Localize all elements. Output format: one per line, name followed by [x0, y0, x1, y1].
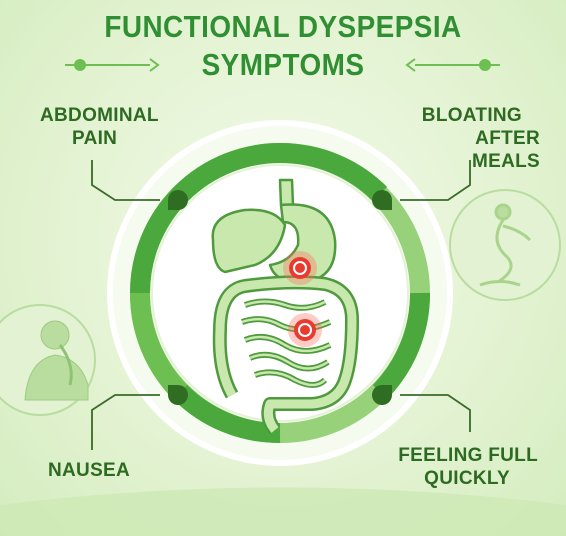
- right-deco-circle: [449, 189, 561, 301]
- label-bloating: BLOATING AFTER MEALS: [402, 104, 540, 173]
- label-nausea: NAUSEA: [48, 459, 130, 482]
- ring-segment-right: [372, 292, 431, 399]
- label-bloating-line2: AFTER MEALS: [472, 128, 540, 172]
- person-nausea-icon: [24, 320, 89, 401]
- connector-arrowheads: [168, 190, 392, 405]
- arrowhead-bloating-icon: [372, 190, 392, 210]
- label-nausea-line1: NAUSEA: [48, 460, 131, 481]
- title-right-arrow-icon: [405, 58, 500, 72]
- arrowhead-nausea-icon: [168, 385, 188, 405]
- label-abdominal-pain-line2: PAIN: [72, 128, 118, 149]
- label-feeling-full: FEELING FULL QUICKLY: [398, 444, 538, 490]
- label-abdominal-pain-line1: ABDOMINAL: [40, 105, 159, 126]
- label-feeling-full-line1: FEELING FULL: [398, 445, 538, 466]
- page-title-line1: FUNCTIONAL DYSPEPSIA: [104, 9, 462, 44]
- connector-lines: [91, 160, 471, 450]
- ring-segment-bottom: [172, 384, 281, 444]
- liver: [211, 208, 287, 274]
- pain-marker-icon: [283, 251, 317, 285]
- pain-marker-icon: [288, 313, 322, 347]
- bloated-stomach-icon: [479, 203, 532, 287]
- title-left-arrow-icon: [65, 58, 160, 72]
- arrowhead-feeling-full-icon: [372, 385, 392, 405]
- digestive-system-icon: [211, 178, 359, 435]
- label-bloating-line1: BLOATING: [421, 105, 522, 126]
- label-feeling-full-line2: QUICKLY: [424, 468, 510, 489]
- bottom-wave-decoration: [0, 487, 566, 536]
- label-abdominal-pain: ABDOMINAL PAIN: [40, 104, 159, 150]
- ring-segment-top-right: [279, 142, 388, 202]
- ring-segment-left-bottom: [129, 292, 188, 399]
- arrowhead-abdominal-pain-icon: [168, 190, 188, 210]
- page-title-line2: SYMPTOMS: [201, 47, 365, 82]
